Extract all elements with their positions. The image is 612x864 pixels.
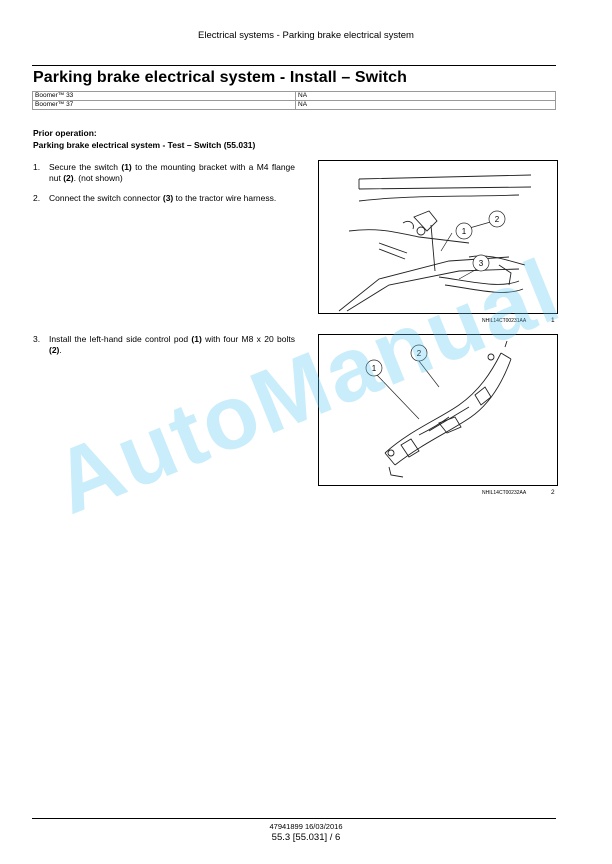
- table-row: Boomer™ 37 NA: [32, 100, 556, 110]
- running-header: Electrical systems - Parking brake elect…: [198, 30, 414, 41]
- control-pod-illustration: 1 2: [365, 340, 512, 478]
- procedure-step-1: 1. Secure the switch (1) to the mounting…: [33, 162, 295, 184]
- value-cell: NA: [295, 100, 556, 110]
- callout-2: 2: [495, 215, 500, 224]
- figure-number: 1: [551, 317, 555, 324]
- figure-code: NHIL14CT00231AA: [482, 318, 527, 324]
- callout-1: 1: [462, 227, 467, 236]
- figure-1-switch-harness: 1 2 3: [318, 160, 558, 314]
- figure-code: NHIL14CT00232AA: [482, 490, 527, 496]
- prior-operation-link[interactable]: Parking brake electrical system - Test –…: [33, 140, 256, 150]
- model-cell: Boomer™ 37: [32, 100, 296, 110]
- page-number: 55.3 [55.031] / 6: [271, 832, 341, 843]
- model-cell: Boomer™ 33: [32, 91, 296, 101]
- page-title: Parking brake electrical system - Instal…: [33, 69, 408, 86]
- step-number: 2.: [33, 193, 41, 203]
- figure-2-control-pod: 1 2: [318, 334, 558, 486]
- step-text: Install the left-hand side control pod (…: [49, 334, 296, 355]
- model-applicability-table: Boomer™ 33 NA Boomer™ 37 NA: [32, 91, 556, 110]
- table-row: Boomer™ 33 NA: [32, 91, 556, 101]
- callout-1: 1: [372, 364, 377, 373]
- callout-3: 3: [479, 259, 484, 268]
- step-text: Connect the switch connector (3) to the …: [49, 193, 277, 203]
- footer-rule: [32, 818, 556, 819]
- value-cell: NA: [295, 91, 556, 101]
- procedure-step-3: 3. Install the left-hand side control po…: [33, 334, 295, 356]
- step-number: 3.: [33, 334, 41, 344]
- document-info: 47941899 16/03/2016: [269, 822, 343, 831]
- figure-number: 2: [551, 489, 555, 496]
- switch-installation-illustration: 1 2 3: [338, 174, 532, 312]
- step-number: 1.: [33, 162, 41, 172]
- procedure-step-2: 2. Connect the switch connector (3) to t…: [33, 193, 295, 204]
- callout-2: 2: [417, 349, 422, 358]
- header-rule: [32, 65, 556, 66]
- prior-operation-label: Prior operation:: [33, 128, 97, 138]
- step-text: Secure the switch (1) to the mounting br…: [49, 162, 295, 183]
